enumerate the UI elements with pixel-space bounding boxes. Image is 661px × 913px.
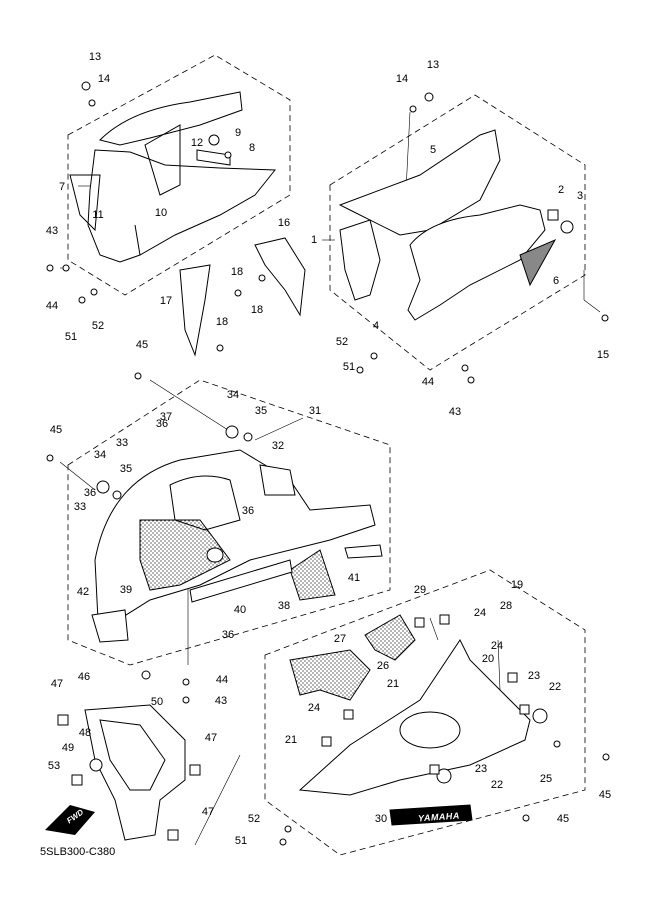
callout-16: 16 (277, 217, 291, 229)
callout-35: 35 (254, 405, 268, 417)
callout-44: 44 (421, 376, 435, 388)
callout-11: 11 (92, 209, 104, 221)
callout-45: 45 (49, 424, 63, 436)
callout-43: 43 (214, 695, 228, 707)
callout-18: 18 (215, 316, 229, 328)
callout-46: 46 (77, 671, 91, 683)
callout-37: 37 (159, 411, 173, 423)
callout-14: 14 (395, 73, 409, 85)
assembly-boundaries (67, 54, 586, 856)
boundary-middle (67, 379, 391, 666)
callout-29: 29 (413, 584, 427, 596)
callout-36: 36 (155, 418, 169, 430)
callout-22: 22 (490, 779, 504, 791)
callout-14: 14 (97, 73, 111, 85)
callout-10: 10 (154, 207, 168, 219)
callout-51: 51 (64, 331, 78, 343)
callout-26: 26 (376, 660, 390, 672)
upper-left-cowling (69, 91, 277, 263)
callout-35: 35 (119, 463, 133, 475)
lower-left-panel (57, 670, 201, 841)
callout-13: 13 (88, 51, 102, 63)
callout-4: 4 (372, 320, 380, 332)
upper-brackets (46, 81, 609, 384)
callout-39: 39 (119, 584, 133, 596)
callout-36: 36 (221, 629, 235, 641)
callout-17: 17 (159, 295, 173, 307)
callout-24: 24 (307, 702, 321, 714)
callout-47: 47 (201, 806, 215, 818)
callout-53: 53 (47, 760, 61, 772)
callout-31: 31 (308, 405, 322, 417)
callout-51: 51 (234, 835, 248, 847)
callout-2: 2 (557, 184, 565, 196)
boundary-upper-right (329, 94, 586, 371)
leader-lines (59, 111, 601, 846)
callout-50: 50 (150, 696, 164, 708)
upper-right-cowling (338, 129, 574, 321)
callout-28: 28 (499, 600, 513, 612)
callout-5: 5 (429, 144, 437, 156)
callout-42: 42 (76, 586, 90, 598)
callout-47: 47 (204, 732, 218, 744)
callout-43: 43 (45, 225, 59, 237)
callout-6: 6 (552, 275, 560, 287)
callout-45: 45 (556, 813, 570, 825)
middle-under-cowl (46, 372, 383, 643)
fwd-arrow-icon (45, 805, 95, 835)
callout-21: 21 (386, 678, 400, 690)
callout-9: 9 (234, 127, 242, 139)
callout-30: 30 (374, 813, 388, 825)
callout-47: 47 (50, 678, 64, 690)
callout-49: 49 (61, 742, 75, 754)
callout-18: 18 (230, 266, 244, 278)
callout-12: 12 (190, 137, 204, 149)
diagram-code: 5SLB300-C380 (40, 846, 116, 858)
callout-52: 52 (247, 813, 261, 825)
callout-36: 36 (241, 505, 255, 517)
callout-7: 7 (58, 181, 66, 193)
callout-23: 23 (527, 670, 541, 682)
boundary-lower-right (264, 569, 586, 856)
callout-44: 44 (45, 300, 59, 312)
lower-right-cowl (279, 614, 610, 846)
callout-27: 27 (333, 633, 347, 645)
callout-22: 22 (548, 681, 562, 693)
callout-19: 19 (510, 579, 524, 591)
callout-18: 18 (250, 304, 264, 316)
callout-34: 34 (226, 389, 240, 401)
callout-25: 25 (539, 773, 553, 785)
callout-34: 34 (93, 449, 107, 461)
callout-3: 3 (576, 190, 584, 202)
callout-36: 36 (83, 487, 97, 499)
callout-21: 21 (284, 734, 298, 746)
callout-41: 41 (347, 572, 361, 584)
callout-8: 8 (248, 142, 256, 154)
callout-40: 40 (233, 604, 247, 616)
callout-15: 15 (596, 349, 610, 361)
callout-20: 20 (481, 653, 495, 665)
callout-43: 43 (448, 406, 462, 418)
callout-33: 33 (115, 437, 129, 449)
callout-23: 23 (474, 763, 488, 775)
callout-52: 52 (91, 320, 105, 332)
callout-45: 45 (598, 789, 612, 801)
callout-48: 48 (78, 727, 92, 739)
callout-44: 44 (215, 674, 229, 686)
callout-1: 1 (310, 234, 318, 246)
callout-33: 33 (73, 501, 87, 513)
callout-51: 51 (342, 361, 356, 373)
callout-32: 32 (271, 440, 285, 452)
callout-45: 45 (135, 339, 149, 351)
callout-38: 38 (277, 600, 291, 612)
callout-24: 24 (490, 640, 504, 652)
callout-24: 24 (473, 607, 487, 619)
callout-13: 13 (426, 59, 440, 71)
callout-52: 52 (335, 336, 349, 348)
